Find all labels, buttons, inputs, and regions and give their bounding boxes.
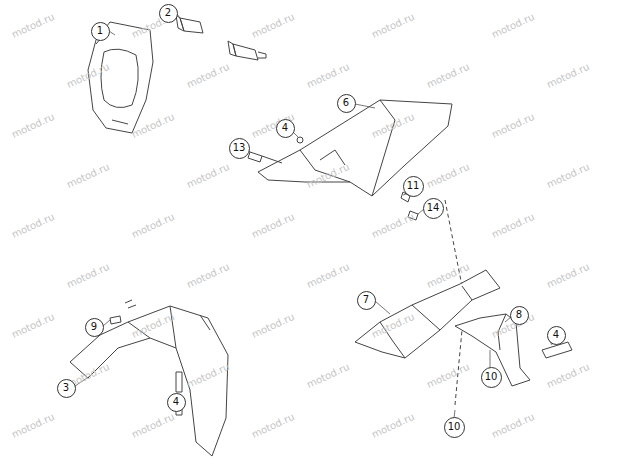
watermark: motod.ru	[545, 61, 591, 90]
watermark: motod.ru	[490, 411, 536, 440]
watermark: motod.ru	[305, 61, 351, 90]
watermark: motod.ru	[10, 111, 56, 140]
watermark: motod.ru	[370, 11, 416, 40]
callout-text: 4	[553, 330, 559, 340]
watermark: motod.ru	[490, 211, 536, 240]
callout-number: 4	[167, 393, 186, 412]
watermark: motod.ru	[305, 261, 351, 290]
callout-number: 10	[444, 417, 465, 438]
callout-number: 6	[337, 94, 356, 113]
watermark: motod.ru	[130, 211, 176, 240]
callout-text: 6	[343, 98, 349, 108]
callout-number: 10	[481, 367, 502, 388]
callout-text: 4	[173, 397, 179, 407]
callout-number: 9	[85, 318, 104, 337]
watermark: motod.ru	[305, 361, 351, 390]
watermark: motod.ru	[545, 161, 591, 190]
callout-text: 7	[363, 295, 369, 305]
callout-text: 10	[485, 372, 498, 382]
callout-number: 1	[91, 22, 110, 41]
callout-number: 14	[423, 198, 444, 219]
watermark: motod.ru	[370, 411, 416, 440]
watermark: motod.ru	[185, 161, 231, 190]
watermark: motod.ru	[490, 11, 536, 40]
watermark: motod.ru	[185, 261, 231, 290]
callout-number: 2	[159, 4, 178, 23]
watermark: motod.ru	[250, 411, 296, 440]
callout-number: 8	[510, 306, 529, 325]
watermark: motod.ru	[185, 61, 231, 90]
callout-text: 2	[165, 8, 171, 18]
watermark: motod.ru	[250, 311, 296, 340]
watermark: motod.ru	[250, 11, 296, 40]
watermark: motod.ru	[10, 211, 56, 240]
watermark: motod.ru	[425, 361, 471, 390]
watermark: motod.ru	[65, 261, 111, 290]
watermark: motod.ru	[425, 61, 471, 90]
watermark: motod.ru	[250, 211, 296, 240]
watermark: motod.ru	[425, 161, 471, 190]
watermark: motod.ru	[10, 11, 56, 40]
callout-number: 4	[547, 326, 566, 345]
watermark: motod.ru	[10, 411, 56, 440]
callout-text: 11	[407, 181, 420, 191]
callout-number: 13	[229, 138, 250, 159]
callout-text: 10	[448, 422, 461, 432]
callout-text: 13	[233, 143, 246, 153]
callout-number: 7	[357, 291, 376, 310]
watermark: motod.ru	[130, 411, 176, 440]
callout-text: 8	[516, 310, 522, 320]
callout-text: 1	[97, 26, 103, 36]
callout-number: 4	[276, 119, 295, 138]
callout-number: 3	[57, 379, 76, 398]
callout-number: 11	[403, 176, 424, 197]
watermark: motod.ru	[545, 361, 591, 390]
callout-text: 4	[282, 123, 288, 133]
callout-text: 9	[91, 322, 97, 332]
watermark: motod.ru	[65, 161, 111, 190]
watermark: motod.ru	[490, 111, 536, 140]
watermark: motod.ru	[370, 211, 416, 240]
watermark: motod.ru	[10, 311, 56, 340]
callout-text: 3	[63, 383, 69, 393]
callout-text: 14	[427, 203, 440, 213]
watermark: motod.ru	[545, 261, 591, 290]
